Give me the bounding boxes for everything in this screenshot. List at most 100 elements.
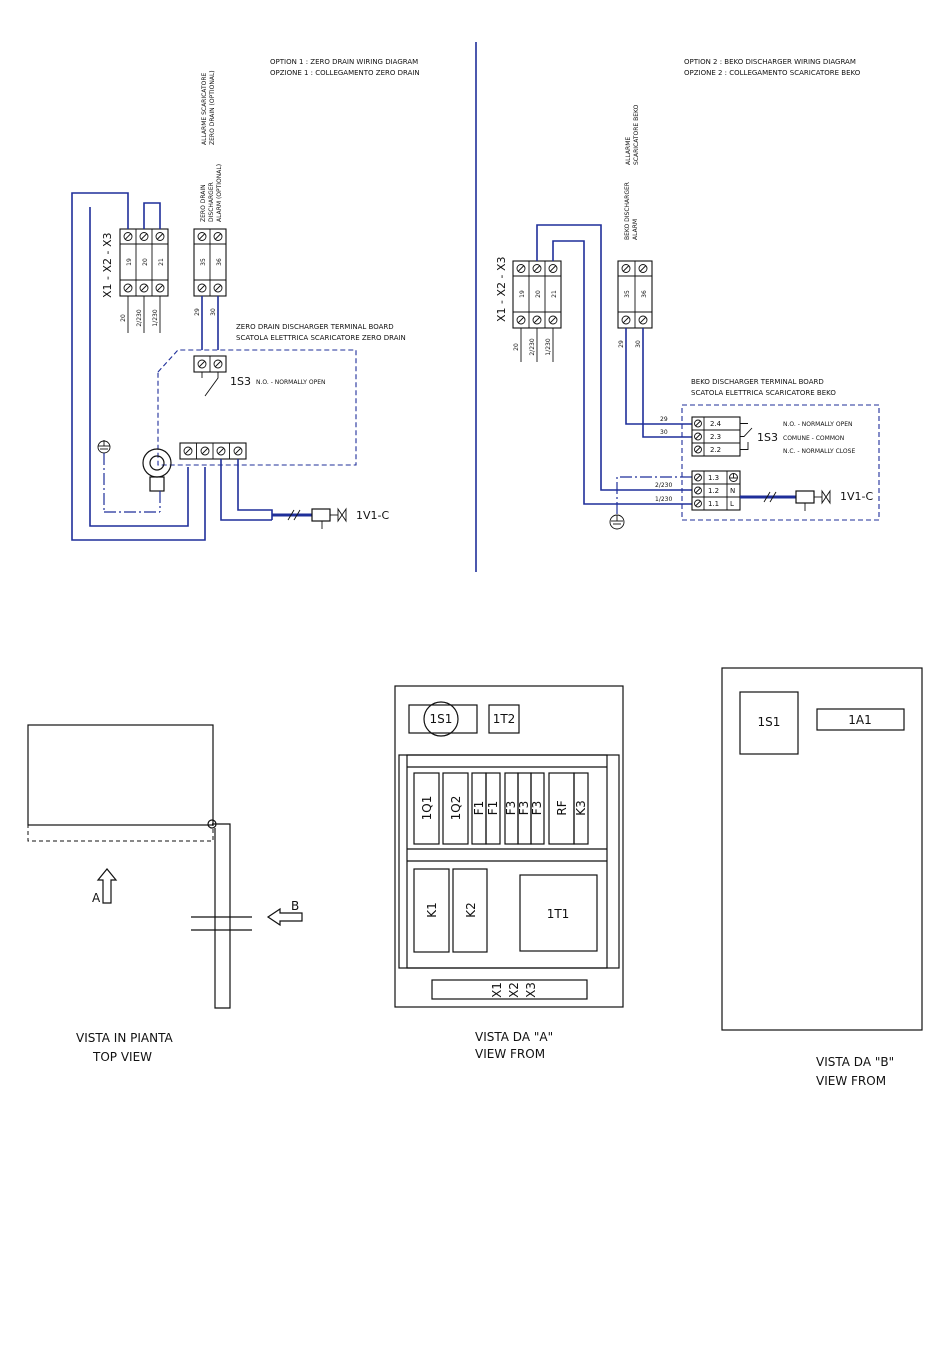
view-a-label-f1-b: F1 — [486, 801, 500, 816]
option2-ground-icon — [609, 476, 692, 530]
option2-alarm-wire-29 — [625, 328, 692, 425]
view-a-label-1s1: 1S1 — [430, 712, 453, 726]
view-b-switch-1s1 — [739, 691, 799, 755]
option2-contact-wire-29: 29 — [660, 416, 668, 423]
view-a-label-k1: K1 — [425, 902, 439, 918]
option2-power-wire-1-230: 1/230 — [655, 496, 672, 503]
view-b-caption-en: VIEW FROM — [816, 1074, 886, 1088]
option1-title-en: OPTION 1 : ZERO DRAIN WIRING DIAGRAM — [270, 58, 418, 66]
option2-power-terminal-1-3: 1.3 — [708, 474, 719, 482]
ground-icon — [97, 440, 160, 513]
view-a-label-1q1: 1Q1 — [420, 796, 434, 821]
view-a-label-rf: RF — [555, 800, 569, 815]
view-a-transformer-1t1 — [519, 874, 598, 952]
option1-switch-text: N.O. - NORMALLY OPEN — [256, 379, 326, 386]
option2-power-terminals: 1.3 1.2 1.1 N L — [691, 470, 741, 511]
option2-contact-no: N.O. - NORMALLY OPEN — [783, 421, 853, 428]
option2-terminal-group-label: X1 - X2 - X3 — [495, 256, 508, 322]
option2-diagram: OPTION 2 : BEKO DISCHARGER WIRING DIAGRA… — [495, 58, 880, 530]
top-view-caption-it: VISTA IN PIANTA — [76, 1031, 173, 1045]
option2-title-it: OPZIONE 2 : COLLEGAMENTO SCARICATORE BEK… — [684, 69, 861, 77]
view-b: 1S1 1A1 VISTA DA "B" VIEW FROM — [721, 667, 923, 1088]
option1-terminal-35: 35 — [200, 258, 207, 266]
option1-terminal-20: 20 — [142, 258, 149, 266]
arrow-b-icon — [266, 907, 303, 927]
view-b-device-1a1 — [816, 708, 905, 731]
option2-terminal-36: 36 — [641, 290, 648, 298]
view-a-label-k3: K3 — [574, 800, 588, 816]
view-a-contactor-k2 — [452, 868, 488, 953]
top-view: A B VISTA IN PIANTA TOP VIEW — [27, 724, 303, 1064]
option1-alarm-it-1: ALLARME SCARICATORE — [201, 72, 208, 145]
option1-board-terminals — [179, 442, 247, 460]
view-b-caption-it: VISTA DA "B" — [816, 1055, 894, 1069]
view-a-terminal-strip — [431, 979, 588, 1000]
view-b-label-1s1: 1S1 — [758, 715, 781, 729]
option1-alarm-it-2: ZERO DRAIN (OPTIONAL) — [209, 70, 216, 145]
option2-title-en: OPTION 2 : BEKO DISCHARGER WIRING DIAGRA… — [684, 58, 856, 66]
option1-wire-1-230: 1/230 — [152, 309, 159, 326]
option2-power-mark-n: N — [730, 487, 735, 495]
option1-terminal-19: 19 — [126, 258, 133, 266]
option2-solenoid-valve-icon — [795, 489, 831, 511]
option1-terminal-block: 19 20 21 — [119, 228, 169, 297]
option1-terminal-36: 36 — [216, 258, 223, 266]
option1-wire-29: 29 — [194, 308, 201, 316]
view-a-label-k2: K2 — [464, 902, 478, 918]
option2-wire-30: 30 — [635, 340, 642, 348]
option1-valve-tag: 1V1-C — [356, 509, 389, 522]
option1-terminal-group-label: X1 - X2 - X3 — [101, 232, 114, 298]
option2-board-en: BEKO DISCHARGER TERMINAL BOARD — [691, 378, 824, 386]
option2-terminal-35: 35 — [624, 290, 631, 298]
view-a-caption-en: VIEW FROM — [475, 1047, 545, 1061]
option2-power-terminal-1-1: 1.1 — [708, 500, 719, 508]
earth-mark-icon — [729, 473, 738, 482]
option2-terminal-board-outline — [681, 404, 880, 521]
solenoid-valve-icon — [311, 507, 347, 529]
view-a-label-1t1: 1T1 — [547, 907, 570, 921]
option2-terminal-block: 19 20 21 — [512, 260, 562, 329]
option2-switch-tag: 1S3 — [757, 431, 778, 444]
discharger-sensor-icon — [142, 448, 172, 512]
option1-alarm-en-2: DISCHARGER — [208, 182, 215, 222]
option2-contact-nc: N.C. - NORMALLY CLOSE — [783, 448, 855, 455]
view-b-panel — [721, 667, 923, 1031]
top-view-caption-en: TOP VIEW — [92, 1050, 152, 1064]
option1-switch-terminals — [193, 355, 227, 397]
option2-contact-wire-30: 30 — [660, 429, 668, 436]
top-view-door — [27, 824, 214, 842]
top-view-arrow-b-label: B — [291, 899, 299, 913]
option2-power-wire-2-230: 2/230 — [655, 482, 672, 489]
option2-wire-2-230: 2/230 — [529, 338, 536, 355]
option2-alarm-it-2: SCARICATORE BEKO — [633, 104, 640, 165]
option1-title-it: OPZIONE 1 : COLLEGAMENTO ZERO DRAIN — [270, 69, 420, 77]
option1-valve-wire-b — [237, 459, 273, 520]
option2-wire-l — [552, 240, 692, 505]
option2-power-mark-l: L — [730, 500, 734, 508]
top-view-arrow-a-label: A — [92, 891, 101, 905]
option1-switch-tag: 1S3 — [230, 375, 251, 388]
option1-wire-20: 20 — [120, 314, 127, 322]
option2-power-terminal-1-2: 1.2 — [708, 487, 719, 495]
view-a-main-switch — [423, 701, 459, 737]
option2-alarm-en-1: BEKO DISCHARGER — [624, 182, 631, 240]
option2-board-it: SCATOLA ELETTRICA SCARICATORE BEKO — [691, 389, 836, 397]
view-a-label-f3-b: F3 — [517, 801, 531, 816]
option1-alarm-terminal-block: 35 36 — [193, 228, 227, 297]
view-a-label-f3-c: F3 — [530, 801, 544, 816]
option2-alarm-wire-30 — [642, 328, 692, 438]
view-a-label-1q2: 1Q2 — [449, 796, 463, 821]
view-a-contactor-k1 — [413, 868, 450, 953]
view-a-label-f3-a: F3 — [504, 801, 518, 816]
view-a-transformer-1t2 — [488, 704, 520, 734]
option2-valve-tag: 1V1-C — [840, 490, 873, 503]
top-view-cabinet — [27, 724, 214, 826]
option1-wire-2-230: 2/230 — [136, 309, 143, 326]
option2-terminal-21: 21 — [551, 290, 558, 298]
option2-alarm-terminal-block: 35 36 — [617, 260, 653, 329]
option1-board-en: ZERO DRAIN DISCHARGER TERMINAL BOARD — [236, 323, 394, 331]
option1-bridge-wire — [143, 202, 161, 229]
view-a: 1S1 1T2 1Q1 1Q2 F1 F1 F3 F3 F3 RF K3 — [394, 685, 624, 1061]
view-a-caption-it: VISTA DA "A" — [475, 1030, 553, 1044]
